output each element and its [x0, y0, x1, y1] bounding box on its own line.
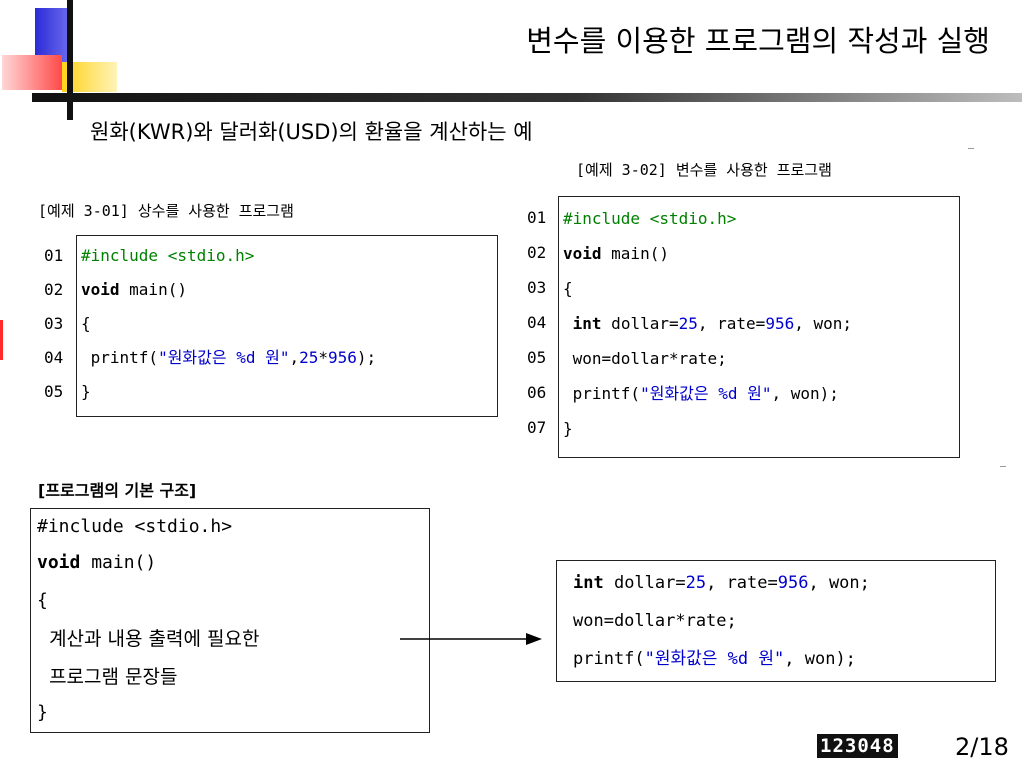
left-edge-mark — [0, 320, 3, 360]
code-text: main() — [119, 280, 187, 299]
code-text: printf( — [563, 384, 641, 403]
example1-caption: [예제 3-01] 상수를 사용한 프로그램 — [38, 202, 294, 220]
code-text: dollar= — [601, 314, 679, 333]
line-number: 03 — [44, 314, 64, 333]
code-line: { — [81, 314, 91, 333]
page-number: 2/18 — [955, 733, 1009, 761]
number-literal: 25 — [299, 348, 319, 367]
line-number: 04 — [527, 313, 547, 332]
code-line: int dollar=25, rate=956, won; — [573, 567, 870, 599]
code-line: #include <stdio.h> — [563, 203, 736, 235]
statements-box: int dollar=25, rate=956, won; won=dollar… — [556, 560, 996, 682]
line-number: 04 — [44, 348, 64, 367]
code-line: #include <stdio.h> — [37, 516, 233, 537]
slide-title: 변수를 이용한 프로그램의 작성과 실행 — [526, 24, 990, 58]
line-number: 01 — [527, 208, 547, 227]
divider-mark — [968, 148, 974, 149]
code-line: printf("원화값은 %d 원",25*956); — [81, 342, 377, 374]
structure-description: 프로그램 문장들 — [37, 666, 178, 688]
code-line: { — [37, 590, 48, 611]
title-underline-bar — [32, 93, 1022, 102]
string-literal: "원화값은 %d 원" — [158, 348, 290, 367]
code-text: ); — [356, 348, 377, 367]
code-text: , rate= — [706, 573, 778, 593]
logo-block-red — [2, 55, 62, 90]
code-text: , won); — [771, 384, 839, 403]
structure-description: 계산과 내용 출력에 필요한 — [37, 628, 260, 650]
line-number: 02 — [44, 280, 64, 299]
line-number: 07 — [527, 418, 547, 437]
divider-mark — [1000, 466, 1006, 467]
footer-badge: 123048 — [817, 734, 898, 758]
keyword-void: void — [81, 280, 120, 299]
number-literal: 956 — [777, 573, 809, 593]
line-number: 02 — [527, 243, 547, 262]
code-line: { — [563, 279, 573, 298]
code-text: , rate= — [697, 314, 766, 333]
example2-code-box: #include <stdio.h> void main() { int dol… — [558, 196, 960, 458]
slide-subtitle: 원화(KWR)와 달러화(USD)의 환율을 계산하는 예 — [90, 120, 533, 144]
line-number: 03 — [527, 278, 547, 297]
code-line: int dollar=25, rate=956, won; — [563, 308, 852, 340]
example1-line-numbers: 01 02 03 04 05 — [44, 240, 74, 410]
code-text: , won; — [808, 573, 870, 593]
code-text: printf( — [573, 649, 645, 669]
code-line: } — [81, 382, 91, 401]
code-text: , — [289, 348, 300, 367]
example1-code-box: #include <stdio.h> void main() { printf(… — [76, 235, 498, 417]
keyword-void: void — [37, 552, 81, 573]
code-text: printf( — [81, 348, 159, 367]
code-text: main() — [80, 552, 157, 573]
string-literal: "원화값은 %d 원" — [644, 649, 785, 669]
keyword-int: int — [573, 573, 604, 593]
line-number: 01 — [44, 246, 64, 265]
number-literal: 25 — [685, 573, 707, 593]
code-text: , won; — [794, 314, 853, 333]
number-literal: 956 — [765, 314, 795, 333]
code-text — [563, 314, 573, 333]
code-text: , won); — [784, 649, 856, 669]
include-directive: #include <stdio.h> — [563, 209, 737, 228]
line-number: 06 — [527, 383, 547, 402]
logo-vertical-line — [67, 0, 73, 120]
number-literal: 25 — [678, 314, 698, 333]
right-arrow-icon — [400, 633, 542, 645]
line-number: 05 — [44, 382, 64, 401]
example2-caption: [예제 3-02] 변수를 사용한 프로그램 — [576, 161, 832, 179]
structure-box: #include <stdio.h> void main() { 계산과 내용 … — [30, 508, 430, 733]
number-literal: 956 — [328, 348, 357, 367]
example2-line-numbers: 01 02 03 04 05 06 07 — [527, 202, 557, 442]
code-text: * — [318, 348, 329, 367]
code-line: #include <stdio.h> — [81, 240, 254, 272]
code-line: } — [563, 419, 573, 438]
code-line: won=dollar*rate; — [573, 611, 737, 631]
include-directive: #include <stdio.h> — [81, 246, 255, 265]
code-text: dollar= — [603, 573, 686, 593]
line-number: 05 — [527, 348, 547, 367]
code-line: } — [37, 702, 48, 723]
code-line: void main() — [81, 274, 187, 306]
code-text: main() — [601, 244, 669, 263]
code-line: printf("원화값은 %d 원", won); — [573, 643, 856, 675]
keyword-void: void — [563, 244, 602, 263]
code-line: void main() — [563, 238, 669, 270]
code-line: won=dollar*rate; — [563, 349, 727, 368]
structure-label: [프로그램의 기본 구조] — [38, 481, 197, 500]
code-line: void main() — [37, 547, 156, 579]
keyword-int: int — [572, 314, 602, 333]
code-line: printf("원화값은 %d 원", won); — [563, 378, 839, 410]
string-literal: "원화값은 %d 원" — [640, 384, 772, 403]
